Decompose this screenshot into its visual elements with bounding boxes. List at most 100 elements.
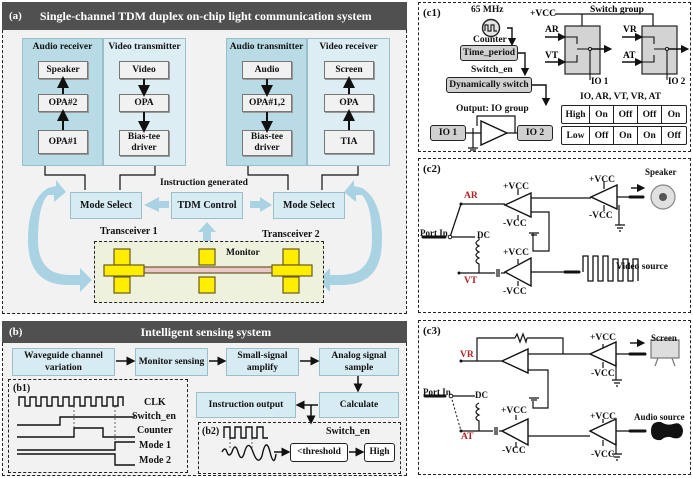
b1-signal-mode1: Mode 1 <box>139 440 171 451</box>
c2-speaker-label: Speaker <box>645 167 677 177</box>
clock-icon <box>481 18 501 38</box>
video-transmitter-title: Video transmitter <box>108 42 181 52</box>
arrow-tdm-to-right <box>250 197 272 212</box>
wire-right <box>247 166 359 190</box>
truth-table-row-high: High On Off Off On <box>561 105 687 124</box>
c2-nvcc-2: -VCC <box>503 287 527 297</box>
video-source-waveform <box>582 255 639 282</box>
audio-receiver-title: Audio receiver <box>32 42 93 52</box>
truth-table-header: IO, AR, VT, VR, AT <box>580 92 662 102</box>
audio-transmitter-title: Audio transmitter <box>229 42 304 52</box>
flow-small-signal-amplify: Small-signal amplify <box>226 348 299 376</box>
c3-at-label: AT <box>461 432 474 442</box>
panel-c1-circuit: +VCC Switch group AR VT VR AT IO 1 IO 2 <box>466 5 690 151</box>
b2-analog-waveform <box>221 444 277 462</box>
c2-amp-ar <box>503 191 532 219</box>
video-receiver-title: Video receiver <box>319 42 378 52</box>
panel-c2-circuit <box>421 181 676 288</box>
b1-frame <box>8 379 188 473</box>
wire-counter-time <box>507 27 517 47</box>
c2-video-source-label: Video source <box>616 262 668 272</box>
panel-c2-label: (c2) <box>423 163 441 175</box>
panel-a-label: (a) <box>9 10 22 22</box>
pad-t1-bar <box>103 264 145 277</box>
c3-pvcc-2: +VCC <box>590 333 616 343</box>
monitor-label: Monitor <box>226 248 260 258</box>
switch-en-waveform <box>17 416 135 426</box>
b1-signal-counter: Counter <box>137 425 173 436</box>
b1-timing-diagram <box>17 396 135 466</box>
b1-signal-clk: CLK <box>144 397 166 408</box>
panel-a-header: (a) Single-channel TDM duplex on-chip li… <box>2 2 407 30</box>
c3-pvcc-1: +VCC <box>501 406 527 416</box>
counter-waveform <box>17 427 135 438</box>
c3-amp-vr <box>500 347 529 375</box>
b2-switch-en-label: Switch_en <box>326 426 370 437</box>
switch-en-label: Switch_en <box>471 65 513 75</box>
high-box: High <box>364 443 395 462</box>
audio-block: Audio <box>242 61 292 79</box>
mode2-waveform <box>17 453 135 466</box>
panel-c3-frame <box>418 320 691 475</box>
transceiver-1-label: Transceiver 1 <box>100 226 158 237</box>
c3-amp-audio <box>588 417 617 447</box>
c2-pvcc-3: +VCC <box>589 175 615 185</box>
table-cell: On <box>667 109 681 120</box>
input-vt: VT <box>545 51 559 61</box>
flow-waveguide-variation: Waveguide channel variation <box>12 348 115 376</box>
instruction-generated-label: Instruction generated <box>160 178 248 188</box>
c2-port-in-label: Port In <box>420 228 448 238</box>
switch-group-label: Switch group <box>590 5 644 15</box>
flow-monitor-sensing: Monitor sensing <box>135 348 208 376</box>
c3-vr-label: VR <box>460 350 474 360</box>
pad-t2-bottom <box>282 276 300 294</box>
io2-box: IO 2 <box>517 125 553 141</box>
pad-t2-bar <box>271 264 313 277</box>
tia-block: TIA <box>324 130 374 154</box>
arrow-left-loop <box>28 180 92 292</box>
io1-box: IO 1 <box>430 125 466 141</box>
arrow-tdm-to-left <box>144 197 169 212</box>
switch-box-2 <box>641 25 678 75</box>
b2-label: (b2) <box>202 426 220 437</box>
monitor-chip <box>103 248 313 294</box>
panel-a-connectors <box>28 76 382 292</box>
c2-ar-label: AR <box>464 191 478 201</box>
b1-label: (b1) <box>13 383 31 394</box>
c2-nvcc-3: -VCC <box>589 211 613 221</box>
mode-select-right[interactable]: Mode Select <box>273 192 345 219</box>
wire-left <box>44 166 156 190</box>
c2-nvcc-1: -VCC <box>503 219 527 229</box>
time-period-box: Time_period <box>460 45 518 61</box>
sw-io1-label: IO 1 <box>591 76 609 86</box>
input-vr: VR <box>623 25 637 35</box>
mode1-waveform <box>17 441 135 451</box>
c3-amp-at <box>500 417 529 447</box>
panel-b-title: Intelligent sensing system <box>140 324 272 339</box>
sw-io2-label: IO 2 <box>668 76 686 86</box>
table-cell: On <box>638 127 662 144</box>
panel-b-arrows <box>116 356 365 457</box>
mode-select-left[interactable]: Mode Select <box>70 192 142 219</box>
b2-waveforms <box>221 426 277 462</box>
truth-table-row-low: Low Off On On Off <box>561 126 687 145</box>
c2-vt-label: VT <box>464 276 478 286</box>
arrow-right-loop <box>318 180 382 292</box>
c3-audio-source-label: Audio source <box>634 412 685 422</box>
arrow-monitor-up <box>198 222 216 243</box>
pad-mon-top <box>198 248 216 266</box>
pad-mon-bottom <box>198 276 216 294</box>
tdm-control[interactable]: TDM Control <box>171 192 243 219</box>
opa1-block: OPA#1 <box>38 130 88 154</box>
c3-screen-label: Screen <box>651 333 677 343</box>
table-cell: Off <box>667 130 681 141</box>
table-cell: On <box>590 106 614 123</box>
c3-nvcc-3: -VCC <box>591 450 615 460</box>
io-amp <box>480 119 509 147</box>
table-cell: Off <box>590 127 614 144</box>
audio-source-icon <box>651 421 683 441</box>
wire-time-dyn <box>518 52 530 77</box>
table-cell: High <box>562 106 590 123</box>
panel-b-label: (b) <box>9 326 23 338</box>
c3-port-in-label: Port In <box>423 387 451 397</box>
